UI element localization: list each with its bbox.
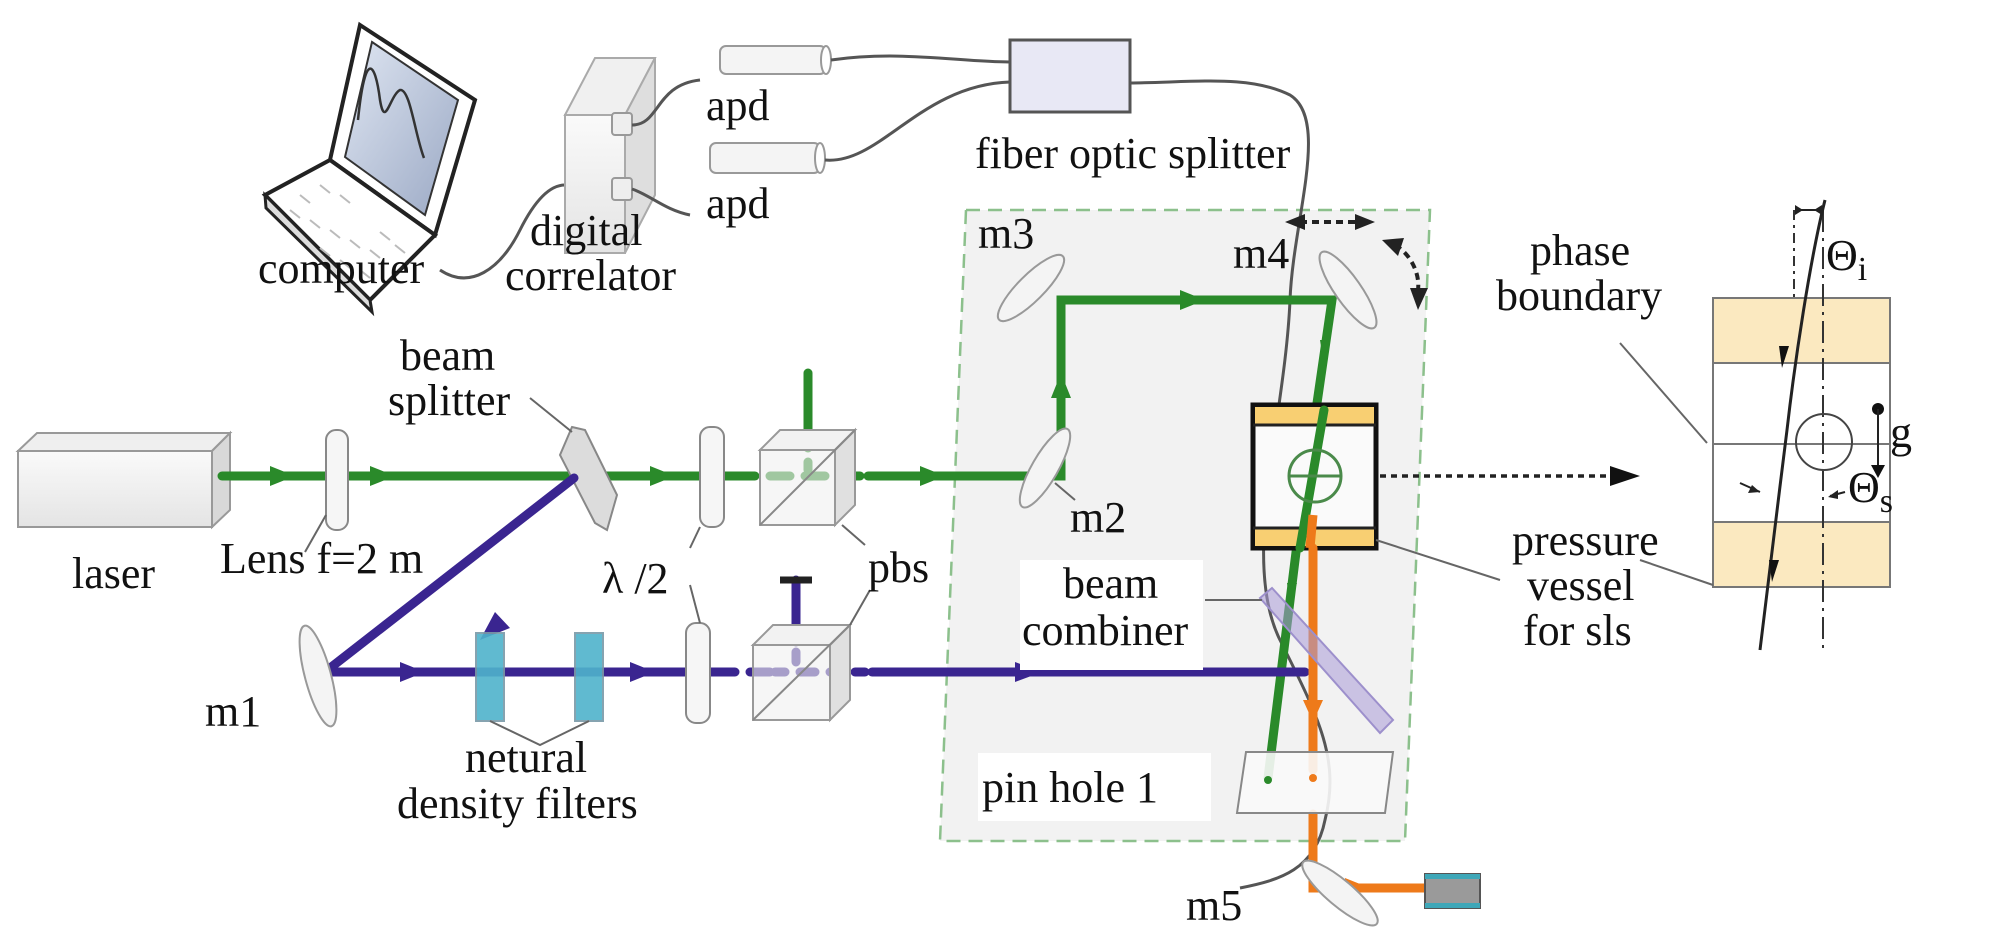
pressure-vessel-label-line2: vessel: [1527, 561, 1635, 610]
m3-label: m3: [978, 209, 1034, 258]
nd-label-line2: density filters: [397, 779, 638, 828]
half-wave-label: λ /2: [602, 554, 669, 603]
beam-combiner-label-line2: combiner: [1022, 606, 1189, 655]
apd-bottom-label: apd: [706, 179, 770, 228]
fiber-splitter-label: fiber optic splitter: [975, 129, 1291, 178]
digital-correlator-icon: [563, 57, 657, 254]
theta-i-marker: [1795, 205, 1822, 215]
pressure-vessel-label-line1: pressure: [1512, 516, 1659, 565]
pressure-vessel: [1250, 402, 1379, 553]
laser-icon: [15, 430, 233, 530]
apd-top-label: apd: [706, 81, 770, 130]
theta-s-label: Θs: [1848, 463, 1893, 520]
beam-splitter-label-line1: beam: [400, 331, 495, 380]
nd-filter-1: [475, 632, 505, 722]
pinhole-plate: [1235, 751, 1395, 814]
nd-label-line1: netural: [465, 733, 587, 782]
half-wave-leader-2: [689, 584, 701, 624]
mirror-m5-icon: [1301, 859, 1379, 927]
beam-splitter-icon: [558, 425, 619, 532]
splitter-cable-top: [830, 54, 1011, 64]
phase-boundary-leader: [1619, 342, 1708, 444]
scatter-detail-arrowhead: [1610, 466, 1640, 486]
mirror-m3-icon: [996, 253, 1066, 323]
pressure-vessel-leader: [1375, 539, 1501, 581]
pbs-label: pbs: [868, 543, 929, 592]
beam-splitter-leader: [529, 397, 573, 433]
m4-translate-arrow-icon: [1285, 214, 1375, 230]
pbs-cube-top: [757, 427, 858, 528]
pinhole-aperture: [1309, 774, 1317, 782]
beam-combiner-label-bg: [1020, 560, 1203, 670]
nd-filter-2: [574, 632, 604, 722]
computer-label: computer: [258, 244, 425, 293]
apd-top-icon: [719, 45, 832, 75]
pbs-cube-bottom: [750, 622, 853, 723]
lens-leader: [304, 514, 327, 553]
pinhole-label-bg: [978, 753, 1211, 821]
computer-icon: [261, 21, 478, 317]
pbs-leader-top: [841, 524, 866, 546]
gravity-label: g: [1890, 408, 1912, 457]
m2-leader: [1054, 482, 1076, 501]
pinhole-label: pin hole 1: [982, 763, 1158, 812]
pressure-vessel-label-line3: for sls: [1523, 606, 1632, 655]
apd-bottom-cable: [631, 187, 691, 217]
lens-label: Lens f=2 m: [220, 534, 423, 583]
phase-detail-inset: [1712, 199, 1891, 651]
phase-boundary-label-line2: boundary: [1496, 271, 1662, 320]
lens-icon: [325, 429, 349, 531]
green-beam-stop: [1264, 776, 1272, 784]
computer-cable: [439, 183, 566, 280]
m1-label: m1: [205, 687, 261, 736]
pbs-leader-bottom: [849, 589, 871, 626]
correlator-label-line2: correlator: [505, 251, 676, 300]
pressure-vessel-inset-leader: [1639, 559, 1714, 586]
theta-i-label: Θi: [1826, 231, 1867, 288]
laser-label: laser: [72, 549, 155, 598]
half-wave-plate-2: [685, 622, 711, 724]
theta-s-marker: [1739, 482, 1846, 499]
fiber-coupler-icon: [1424, 873, 1481, 909]
phase-boundary-label-line1: phase: [1530, 226, 1630, 275]
m4-tilt-arrow-icon: [1382, 238, 1428, 310]
mirror-m1-icon: [298, 624, 338, 728]
apd-top-cable: [631, 78, 701, 127]
nd-leader: [489, 720, 590, 747]
fiber-optic-splitter: [1008, 38, 1132, 114]
apd-bottom-icon: [709, 142, 826, 174]
half-wave-leader-1: [689, 526, 701, 549]
beam-combiner-icon: [1258, 586, 1395, 735]
m4-label: m4: [1233, 229, 1289, 278]
correlator-label-line1: digital: [530, 206, 642, 255]
half-wave-plate-1: [699, 426, 725, 528]
m2-label: m2: [1070, 493, 1126, 542]
mirror-m4-icon: [1318, 250, 1378, 330]
mirror-m2-icon: [1018, 427, 1072, 509]
m5-label: m5: [1186, 881, 1242, 930]
gravity-arrow-icon: [1871, 403, 1885, 478]
beam-combiner-label-line1: beam: [1063, 559, 1158, 608]
beam-splitter-label-line2: splitter: [388, 376, 511, 425]
splitter-cable-bottom: [824, 80, 1011, 162]
